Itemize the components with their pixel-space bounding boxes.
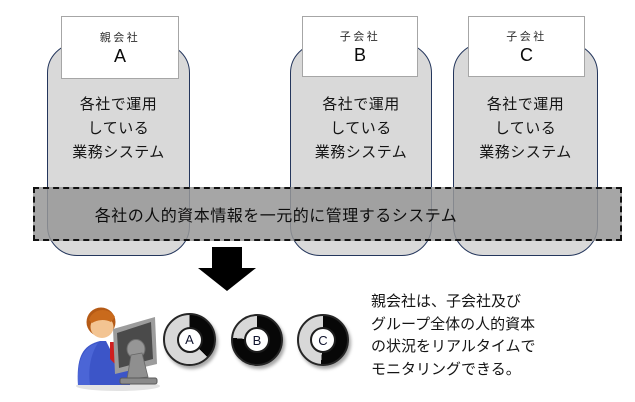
company-a-type: 親会社 [99,32,141,44]
company-a-label-box: 親会社 A [61,16,179,79]
donut-chart-c: C [297,314,349,366]
company-c-label-box: 子会社 C [468,16,585,77]
down-arrow-icon [198,247,256,291]
company-a-system-text: 各社で運用 している 業務システム [72,96,165,161]
company-c-letter: C [520,45,533,65]
central-system-label: 各社の人的資本情報を一元的に管理するシステム [94,208,458,225]
company-b-type: 子会社 [339,31,381,43]
company-b-system-text: 各社で運用 している 業務システム [314,96,408,161]
company-b-label-box: 子会社 B [302,16,418,77]
person-at-monitor-icon [76,307,160,391]
company-c-system-text: 各社で運用 している 業務システム [479,96,572,161]
donut-chart-a: A [163,313,216,366]
monitoring-caption: 親会社は、子会社及び グループ全体の人的資本 の状況をリアルタイムで モニタリン… [371,293,536,378]
donut-chart-c-label: C [310,327,336,353]
donut-chart-b: B [231,314,283,366]
donut-chart-a-label: A [176,326,203,353]
company-a-letter: A [113,46,126,66]
central-system-band: 各社の人的資本情報を一元的に管理するシステム [33,187,622,241]
company-c-type: 子会社 [506,31,547,43]
company-b-letter: B [353,45,366,65]
donut-chart-b-label: B [244,327,270,353]
